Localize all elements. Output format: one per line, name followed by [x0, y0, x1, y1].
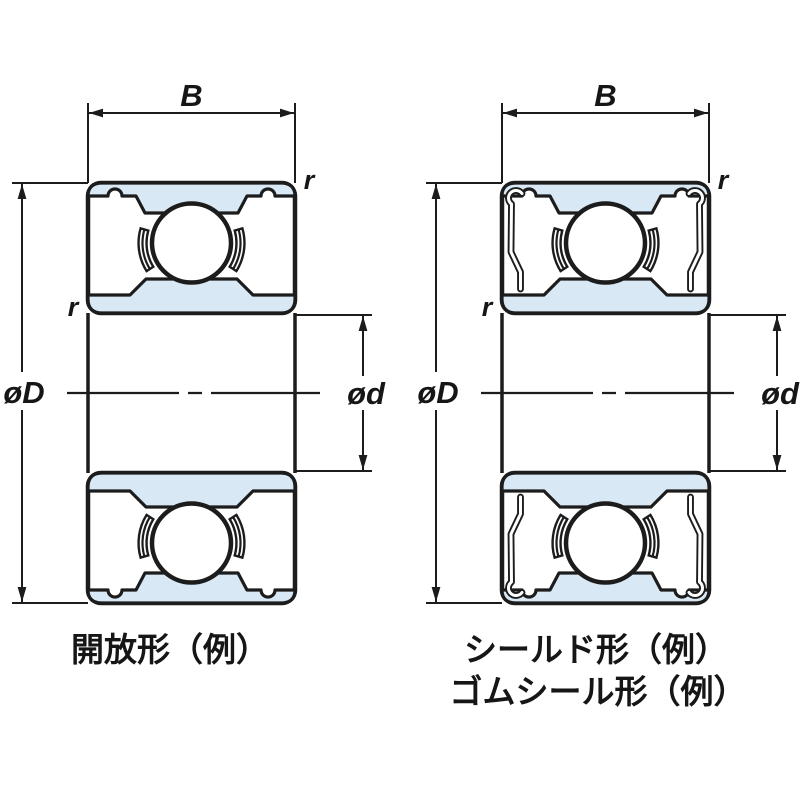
open-bottom-section	[88, 473, 295, 603]
caption-shielded-type: シールド形（例）	[464, 631, 728, 668]
diagram-open-type: B øD ød r r 開放形（例）	[0, 78, 390, 668]
chamfer-label-side-open: r	[68, 292, 80, 322]
open-top-section	[88, 183, 295, 313]
caption-open-type: 開放形（例）	[71, 631, 269, 668]
chamfer-label-top-shielded: r	[718, 165, 730, 195]
bore-diameter-label-open: ød	[347, 376, 386, 411]
diagram-shielded-type: B øD ød r r シールド形（例） ゴムシール形（例）	[413, 78, 800, 710]
chamfer-label-top-open: r	[304, 165, 316, 195]
shielded-bottom-section	[502, 473, 709, 603]
bore-diameter-label-shielded: ød	[761, 376, 800, 411]
width-label-open: B	[180, 78, 202, 113]
caption-rubber-seal-type: ゴムシール形（例）	[450, 673, 747, 710]
shielded-top-section	[502, 183, 709, 313]
outer-diameter-label-open: øD	[3, 375, 44, 410]
outer-diameter-label-shielded: øD	[417, 375, 458, 410]
width-label-shielded: B	[594, 78, 616, 113]
chamfer-label-side-shielded: r	[482, 292, 494, 322]
